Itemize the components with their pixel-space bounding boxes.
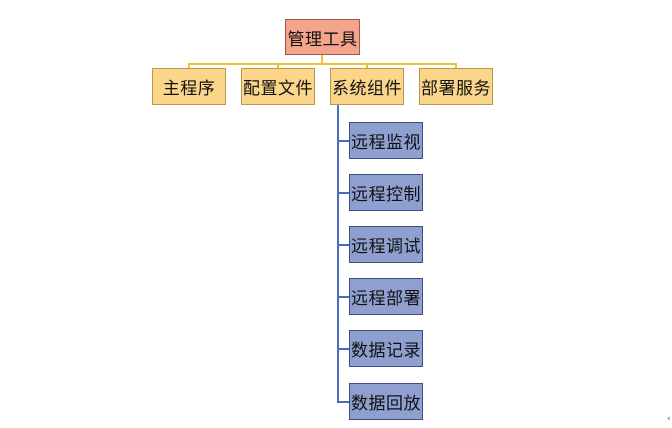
connector-root-stem — [321, 55, 323, 64]
connector-child-2 — [337, 192, 349, 194]
node-remote-control: 远程控制 — [349, 174, 423, 211]
connector-level1-bar — [188, 63, 457, 65]
edge-chevron-icon: ‹ — [667, 414, 671, 424]
connector-child-5 — [337, 348, 349, 350]
connector-to-deploy — [455, 63, 457, 69]
node-system-components: 系统组件 — [330, 68, 404, 105]
node-remote-monitor: 远程监视 — [349, 122, 423, 159]
connector-child-6 — [337, 401, 349, 403]
connector-child-4 — [337, 296, 349, 298]
connector-to-sys — [366, 63, 368, 69]
node-config-file: 配置文件 — [241, 68, 315, 105]
root-node: 管理工具 — [285, 19, 360, 55]
node-remote-deploy: 远程部署 — [349, 278, 423, 315]
connector-child-3 — [337, 244, 349, 246]
node-main-program: 主程序 — [152, 68, 226, 105]
node-deploy-service: 部署服务 — [419, 68, 493, 105]
node-remote-debug: 远程调试 — [349, 226, 423, 263]
connector-children-trunk — [337, 105, 339, 402]
node-data-playback: 数据回放 — [349, 383, 423, 420]
connector-child-1 — [337, 140, 349, 142]
connector-to-main — [188, 63, 190, 69]
node-data-record: 数据记录 — [349, 330, 423, 367]
connector-to-config — [277, 63, 279, 69]
